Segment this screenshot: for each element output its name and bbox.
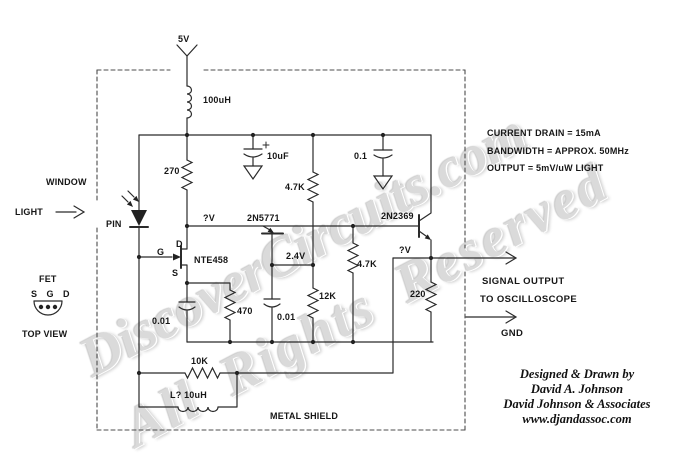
resistor-12k-label: 12K [319, 291, 337, 301]
shield-outline [96, 69, 466, 431]
gnd-arrow [465, 310, 518, 324]
capacitor-10uf-label: 10uF [267, 151, 289, 161]
resistor-10k-label: 10K [191, 356, 209, 366]
light-arrow [55, 205, 86, 219]
inductor-10uh [138, 372, 238, 413]
resistor-12k [306, 264, 320, 343]
resistor-270 [180, 134, 194, 227]
resistor-47k-mid-label: 4.7K [357, 259, 377, 269]
fet-view-title: FET [39, 274, 57, 284]
resistor-10k [138, 257, 394, 380]
fet-top-view-symbol [33, 300, 63, 316]
resistor-47k-top [306, 134, 320, 266]
signal-output-arrow [392, 251, 518, 265]
output-voltage-label: ?V [399, 245, 411, 255]
capacitor-001-left-label: 0.01 [152, 316, 171, 326]
gate-pin-label: G [157, 247, 165, 257]
jfet-nte458 [138, 225, 188, 284]
supply-5v-label: 5V [178, 34, 190, 44]
credits-block: Designed & Drawn by David A. Johnson Dav… [467, 367, 684, 427]
gnd-label: GND [501, 328, 524, 339]
spec-bandwidth: BANDWIDTH = APPROX. 50MHz [487, 146, 629, 156]
transistor-2n5771-label: 2N5771 [247, 213, 280, 223]
capacitor-001-mid-label: 0.01 [277, 312, 296, 322]
light-label: LIGHT [15, 207, 43, 217]
inductor-100uh [186, 85, 193, 136]
credits-line1: Designed & Drawn by [519, 367, 635, 381]
junction-dots [136, 132, 434, 376]
jfet-nte458-label: NTE458 [194, 255, 229, 265]
window-label: WINDOW [46, 177, 87, 187]
spec-current-drain: CURRENT DRAIN = 15mA [487, 128, 601, 138]
fet-view-pins: S G D [31, 289, 74, 299]
to-oscilloscope-label: TO OSCILLOSCOPE [480, 294, 578, 305]
drain-voltage-label: ?V [203, 213, 215, 223]
resistor-47k-mid [346, 225, 360, 343]
metal-shield-label: METAL SHIELD [270, 411, 339, 421]
resistor-470 [186, 282, 237, 343]
resistor-470-label: 470 [237, 306, 253, 316]
resistor-270-label: 270 [164, 166, 180, 176]
capacitor-01 [372, 134, 394, 191]
inductor-10uh-label: L? 10uH [170, 390, 207, 400]
credits-line4: www.djandassoc.com [522, 412, 632, 426]
pin-diode-label: PIN [106, 219, 122, 229]
base-voltage-label: 2.4V [286, 251, 306, 261]
transistor-2n2369-label: 2N2369 [381, 211, 414, 221]
fet-view-caption: TOP VIEW [22, 329, 68, 339]
source-pin-label: S [172, 268, 179, 278]
credits-line2: David A. Johnson [530, 382, 624, 396]
capacitor-001-mid [263, 264, 281, 343]
inductor-100uh-label: 100uH [203, 95, 232, 105]
capacitor-10uf [242, 134, 270, 181]
supply-5v-symbol [176, 44, 198, 87]
transistor-2n2369 [418, 134, 432, 259]
signal-output-label: SIGNAL OUTPUT [482, 276, 565, 287]
resistor-220 [424, 257, 438, 343]
capacitor-01-label: 0.1 [354, 151, 368, 161]
credits-line3: David Johnson & Associates [503, 397, 651, 411]
resistor-220-label: 220 [410, 289, 426, 299]
capacitor-001-left [178, 282, 196, 343]
drain-pin-label: D [176, 239, 183, 249]
resistor-47k-top-label: 4.7K [285, 182, 305, 192]
transistor-2n5771 [261, 225, 284, 266]
photodiode-pin [121, 134, 149, 408]
spec-output: OUTPUT = 5mV/uW LIGHT [487, 163, 604, 173]
